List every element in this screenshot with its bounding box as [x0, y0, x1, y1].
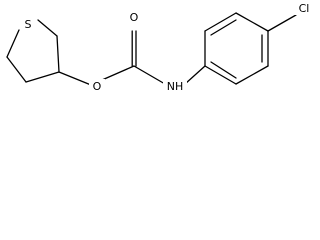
bond-c2-c3	[6, 56, 27, 83]
thiolane-ring	[6, 19, 60, 83]
molecule-drawing: S O O NH Cl	[6, 1, 314, 93]
chemical-structure-diagram: S O O NH Cl	[0, 0, 320, 107]
sulfur-atom-label: S	[25, 18, 32, 31]
chlorine-atom-label: Cl	[299, 2, 310, 15]
bond-c4-c5	[56, 35, 60, 73]
ether-oxygen-atom-label: O	[93, 80, 102, 93]
bond-c3-c4	[25, 71, 60, 83]
bond-c-o-ether	[58, 71, 92, 86]
nitrogen-hydrogen-atom-label: NH	[167, 80, 184, 93]
carbonyl-oxygen-atom-label: O	[130, 11, 139, 24]
benzene-ring	[204, 12, 269, 85]
bond-c5-s	[37, 19, 58, 37]
bond-o-carbonyl-carbon	[101, 65, 135, 81]
bond-s-c2	[6, 29, 20, 58]
bond-carbonyl-carbon-n	[133, 65, 166, 85]
atom-labels: S O O NH Cl	[20, 1, 314, 93]
bond-n-aryl	[184, 65, 206, 85]
carbonyl-double-bond	[131, 30, 137, 67]
bond-c-cl	[267, 14, 297, 32]
